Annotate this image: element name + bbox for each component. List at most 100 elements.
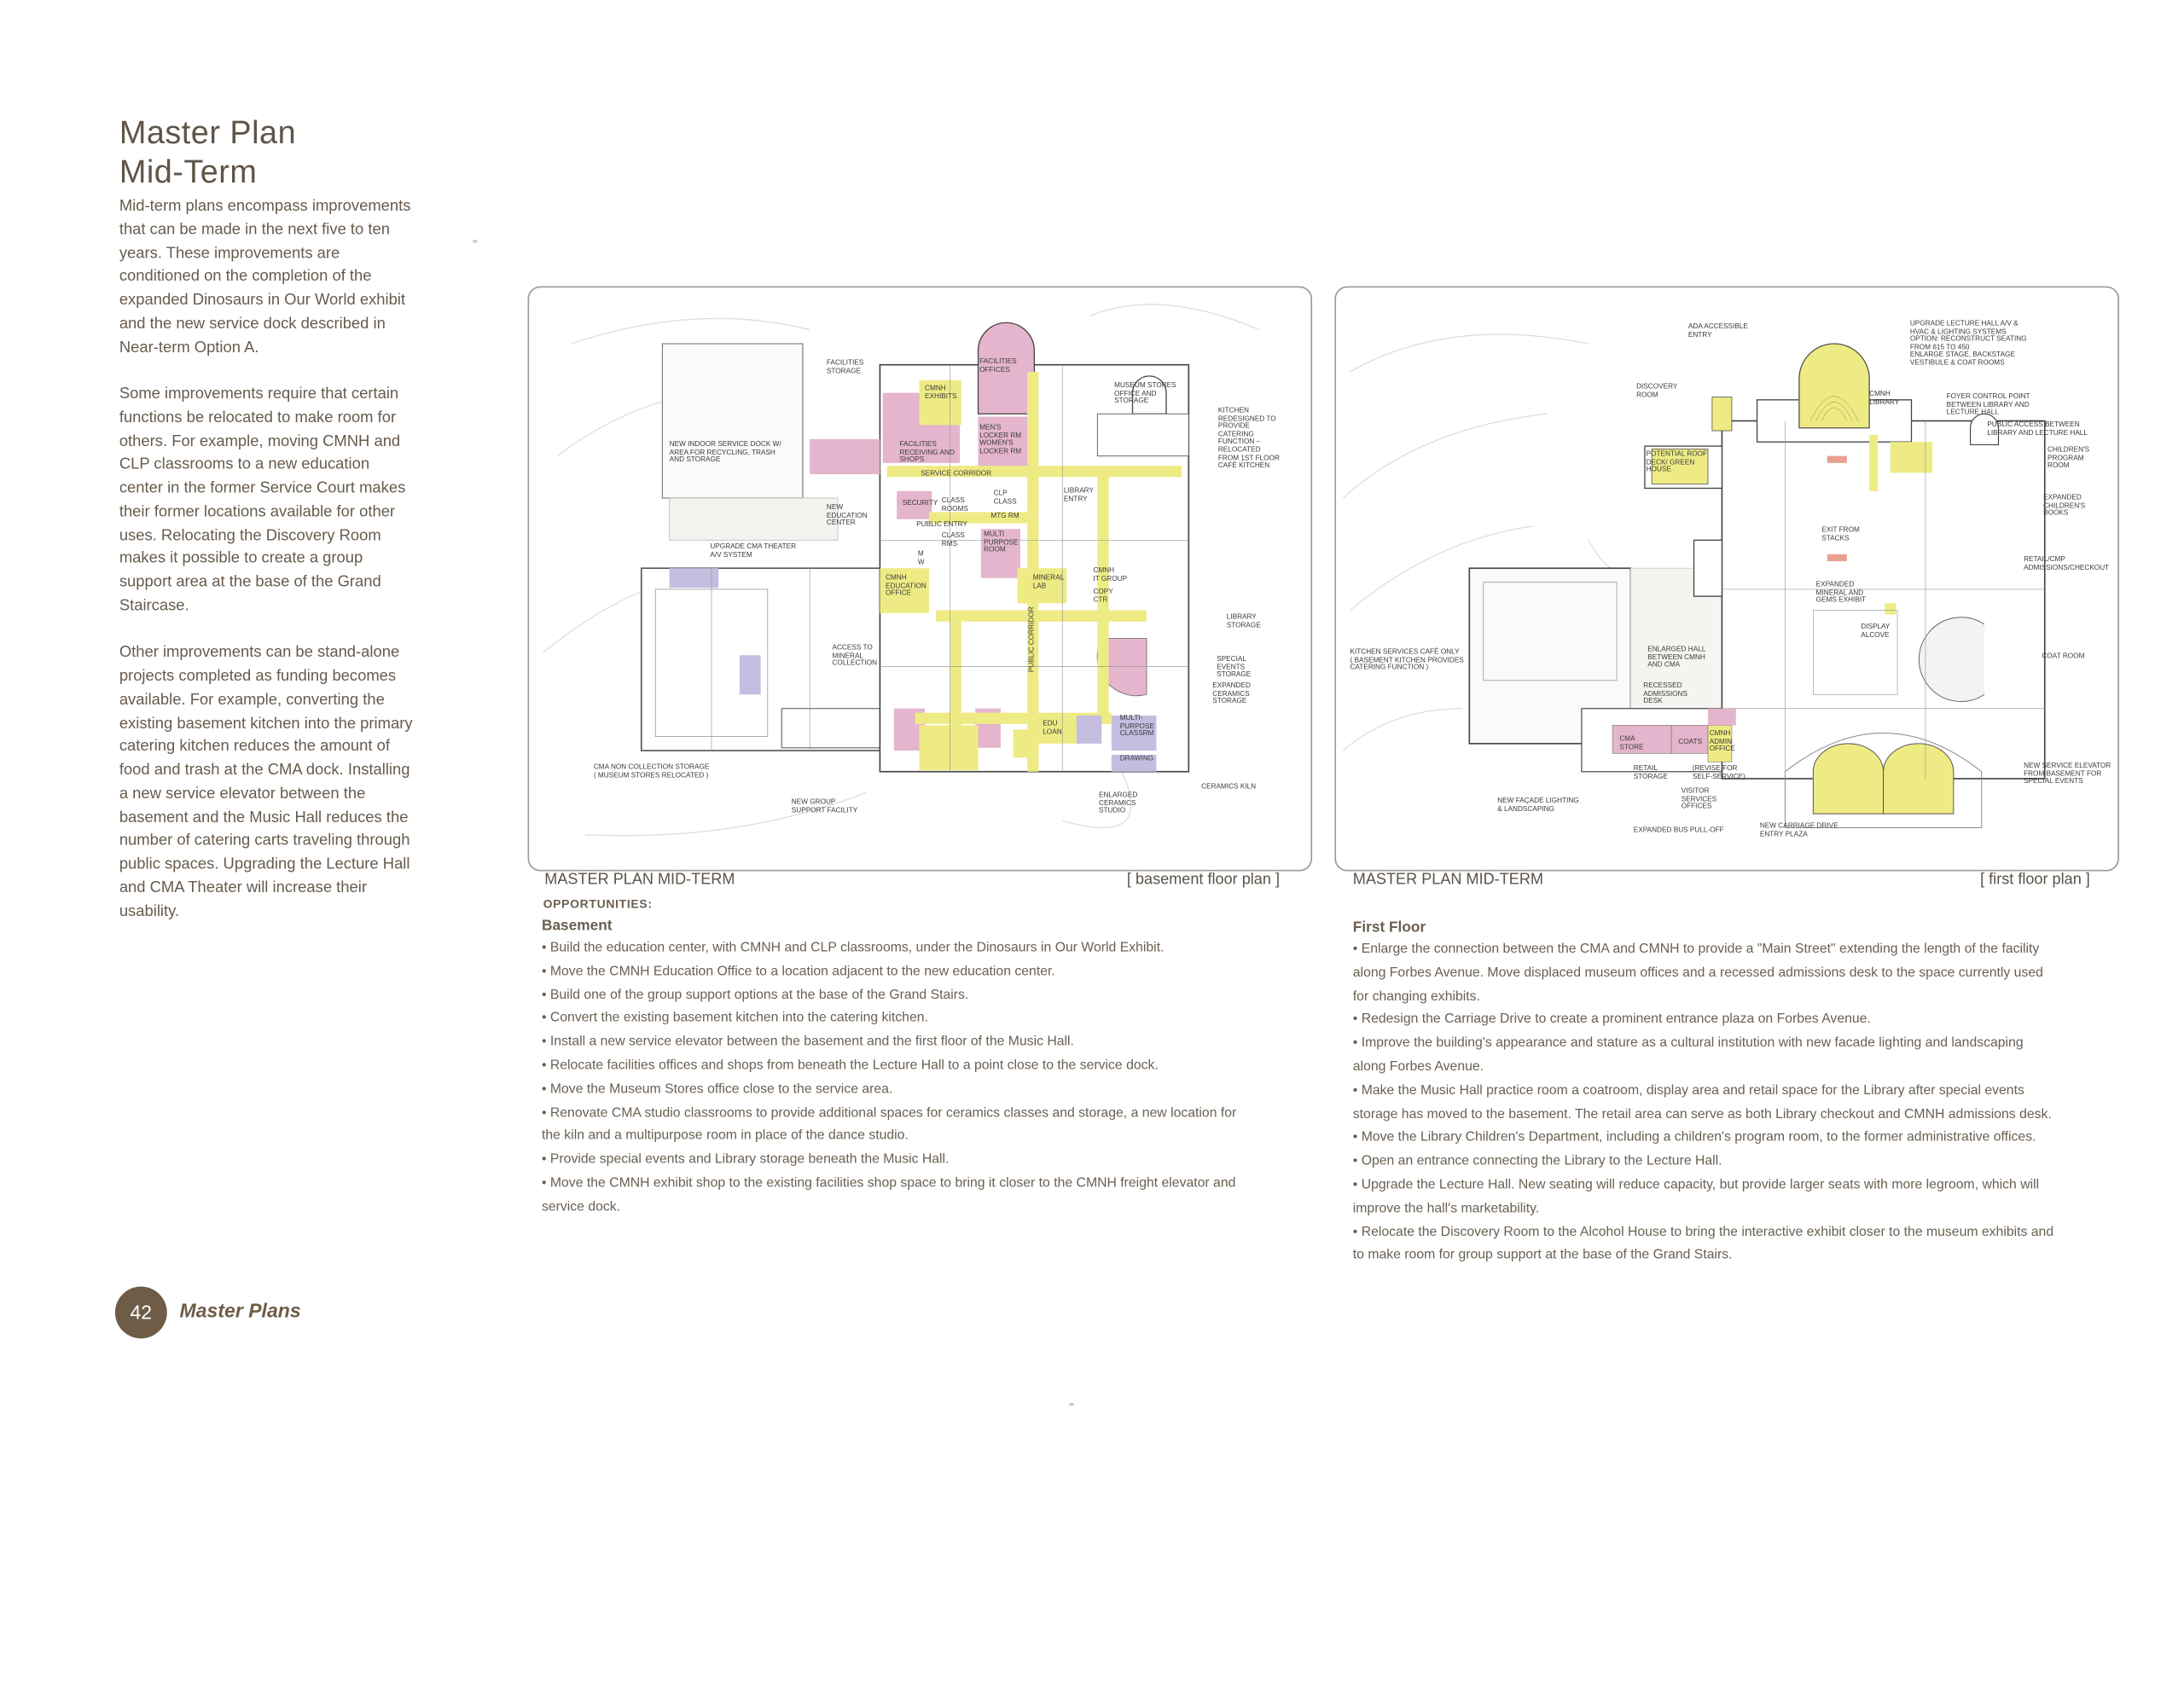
plan-label: Multi- purpose classrm — [1119, 714, 1154, 739]
plan-label: Enlarged ceramics studio — [1099, 791, 1138, 816]
title-line-2: Mid-Term — [119, 153, 258, 190]
bullet-item: • Move the Museum Stores office close to… — [541, 1081, 893, 1098]
plan-label: Facilities Offices — [979, 357, 1017, 374]
bullet-item: • Make the Music Hall practice room a co… — [1352, 1082, 2052, 1122]
plan-label: Kitchen redesigned to provide catering f… — [1217, 407, 1280, 471]
plan-label: (Revise for self-service) — [1692, 764, 1745, 781]
plan-label: CMNH education office — [885, 573, 926, 599]
plan-label: Expanded children's books — [2043, 494, 2086, 519]
plan-label: Display alcove — [1861, 623, 1891, 640]
plan-label: Drawing — [1119, 755, 1154, 763]
first-floor-bullets: • Enlarge the connection between the CMA… — [1353, 939, 2055, 1269]
bullet-item: • Enlarge the connection between the CMA… — [1352, 941, 2043, 1005]
plan-label: Library entry — [1063, 486, 1094, 503]
plan-label: Ceramics kiln — [1201, 782, 1257, 791]
plan-label: CLP class — [993, 490, 1017, 507]
plan-label: Potential roof deck/ green house — [1646, 450, 1708, 475]
page-title: Master Plan Mid-Term — [119, 113, 296, 191]
plan-label: Enlarged hall between CMNH and CMA — [1647, 645, 1706, 670]
first-floor-heading: First Floor — [1352, 919, 1426, 936]
bullet-item: • Provide special events and Library sto… — [541, 1151, 950, 1168]
bullet-item: • Redesign the Carriage Drive to create … — [1352, 1012, 1871, 1028]
plan-label: CMNH library — [1869, 390, 1900, 407]
plan-label: Copy ctr — [1093, 588, 1113, 605]
plan-label: ADA accessible entry — [1687, 322, 1748, 339]
basement-floor-plan: Facilities Storage Facilities Offices CM… — [527, 286, 1313, 872]
plan-label: Coat room — [2042, 652, 2085, 661]
plan-label: New carriage drive entry plaza — [1759, 821, 1838, 839]
plan-label: Public corridor — [1028, 606, 1037, 673]
title-line-1: Master Plan — [119, 113, 297, 151]
bullet-item: • Move the CMNH exhibit shop to the exis… — [541, 1175, 1236, 1215]
basement-bullets: • Build the education center, with CMNH … — [542, 937, 1244, 1220]
plan-label: CMA store — [1619, 734, 1644, 752]
plan-label: New façade lighting & landscaping — [1497, 797, 1579, 814]
plan-label: Facilities receiving and shops — [899, 440, 955, 465]
plan-label: Museum Stores Office and Storage — [1114, 381, 1176, 406]
plan-label: New group support facility — [791, 798, 858, 815]
bullet-item: • Build one of the group support options… — [541, 987, 969, 1003]
plan-label: Multi purpose room — [984, 530, 1019, 555]
plan-label: New service elevator from basement for s… — [2024, 762, 2111, 786]
first-floor-plan: ADA accessible entry Upgrade lecture hal… — [1334, 286, 2119, 872]
plan-label: Class rooms — [941, 496, 968, 513]
opportunities-heading: OPPORTUNITIES: — [543, 896, 653, 911]
plan-label: Mineral lab — [1032, 573, 1065, 590]
plan-label: M W — [917, 549, 925, 566]
section-label: Master Plans — [179, 1299, 301, 1322]
plan-label: CMNH admin office — [1709, 729, 1735, 754]
plan-label: CMNH IT group — [1093, 566, 1128, 583]
first-floor-caption: MASTER PLAN MID-TERM — [1352, 871, 1543, 889]
basement-plan-drawing — [543, 304, 1259, 837]
plan-label: Upgrade CMA theater A/V system — [710, 542, 797, 559]
bullet-item: • Convert the existing basement kitchen … — [541, 1011, 928, 1027]
plan-label: Exit from stacks — [1821, 525, 1860, 542]
bullet-item: • Move the Library Children's Department… — [1352, 1129, 2036, 1145]
bullet-item: • Build the education center, with CMNH … — [541, 940, 1165, 956]
basement-heading: Basement — [541, 917, 613, 935]
intro-paragraph: Some improvements require that certain f… — [119, 386, 406, 615]
basement-caption: MASTER PLAN MID-TERM — [544, 871, 735, 889]
plan-label: New indoor service dock w/ area for recy… — [669, 440, 781, 465]
bullet-item: • Upgrade the Lecture Hall. New seating … — [1352, 1177, 2040, 1216]
page-number-badge: 42 — [114, 1286, 167, 1339]
plan-label: CMA non collection storage ( museum stor… — [593, 762, 710, 780]
bullet-item: • Improve the building's appearance and … — [1352, 1035, 2024, 1075]
intro-paragraph: Mid-term plans encompass improvements th… — [119, 197, 411, 357]
plan-label: Kitchen services café only ( basement ki… — [1350, 647, 1464, 673]
plan-label: Facilities Storage — [826, 359, 864, 376]
scan-speck — [473, 240, 478, 243]
plan-label: Security — [902, 499, 938, 508]
scan-speck — [1069, 1403, 1074, 1406]
plan-label: Special events storage — [1217, 655, 1252, 680]
bullet-item: • Move the CMNH Education Office to a lo… — [541, 963, 1055, 979]
bullet-item: • Open an entrance connecting the Librar… — [1352, 1153, 1722, 1169]
plan-label: Retail storage — [1633, 764, 1668, 781]
plan-label: Upgrade lecture hall A/V & HVAC & lighti… — [1909, 320, 2027, 368]
plan-label: Public access between library and lectur… — [1987, 420, 2088, 438]
first-floor-view-label: [ first floor plan ] — [1980, 871, 2090, 889]
bullet-item: • Renovate CMA studio classrooms to prov… — [541, 1104, 1237, 1145]
intro-text: Mid-term plans encompass improvements th… — [119, 195, 414, 948]
plan-label: Visitor services offices — [1681, 786, 1717, 812]
plan-label: CMNH Exhibits — [925, 384, 957, 401]
plan-label: Recessed admissions desk — [1643, 681, 1687, 706]
plan-label: Expanded ceramics storage — [1212, 681, 1251, 706]
plan-label: Class rms — [941, 531, 965, 548]
plan-label: Library storage — [1226, 612, 1261, 629]
intro-paragraph: Other improvements can be stand-alone pr… — [119, 644, 413, 920]
plan-label: Access to mineral collection — [832, 644, 878, 669]
plan-label: Discovery room — [1636, 383, 1678, 400]
plan-label: New education center — [826, 503, 868, 528]
plan-label: Expanded mineral and gems exhibit — [1815, 581, 1867, 606]
bullet-item: • Relocate facilities offices and shops … — [541, 1058, 1159, 1074]
plan-label: Foyer control point between library and … — [1946, 392, 2030, 417]
plan-label: Edu loan — [1043, 719, 1062, 736]
plan-label: Expanded bus pull-off — [1633, 826, 1724, 835]
plan-label: Retail/CMP admissions/checkout — [2024, 555, 2110, 572]
bullet-item: • Install a new service elevator between… — [541, 1034, 1074, 1050]
plan-label: Service corridor — [921, 470, 992, 478]
plan-label: Coats — [1678, 738, 1703, 747]
plan-label: Public entry — [916, 520, 967, 530]
